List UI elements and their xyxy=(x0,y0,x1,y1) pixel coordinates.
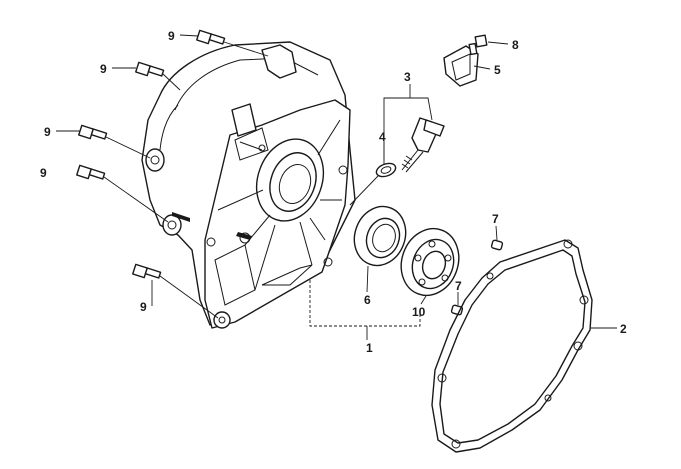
crankcase-cover xyxy=(141,41,356,329)
callout-9-e: 9 xyxy=(140,300,147,314)
callout-5: 5 xyxy=(494,63,501,77)
callout-6: 6 xyxy=(364,293,371,307)
bolt-icon xyxy=(468,34,488,56)
breather-plate xyxy=(443,45,479,87)
callout-labels: 1 2 3 4 5 6 7 7 8 9 9 9 9 9 10 xyxy=(40,29,627,355)
oil-level-gauge xyxy=(401,117,445,173)
callout-4: 4 xyxy=(379,130,386,144)
bolt-icon xyxy=(132,263,219,319)
oil-seal xyxy=(353,205,407,267)
bolt-icon xyxy=(78,124,151,159)
callout-9-d: 9 xyxy=(40,166,47,180)
callout-2: 2 xyxy=(620,322,627,336)
dowel-pin xyxy=(490,239,504,251)
cover-gasket xyxy=(431,239,593,453)
bolt-icon xyxy=(196,29,269,57)
callout-3: 3 xyxy=(404,70,411,84)
callout-1: 1 xyxy=(366,341,373,355)
callout-7-lower: 7 xyxy=(455,279,462,293)
callout-8: 8 xyxy=(512,38,519,52)
flange-bolts xyxy=(76,29,269,319)
callout-9-a: 9 xyxy=(168,29,175,43)
bolt-icon xyxy=(76,164,169,223)
radial-ball-bearing xyxy=(400,227,460,297)
leader-lines xyxy=(56,34,617,340)
dowel-pin xyxy=(450,304,464,316)
callout-9-c: 9 xyxy=(44,125,51,139)
callout-7-upper: 7 xyxy=(492,212,499,226)
bolt-icon xyxy=(135,61,181,91)
callout-9-b: 9 xyxy=(100,62,107,76)
callout-10: 10 xyxy=(412,305,426,319)
